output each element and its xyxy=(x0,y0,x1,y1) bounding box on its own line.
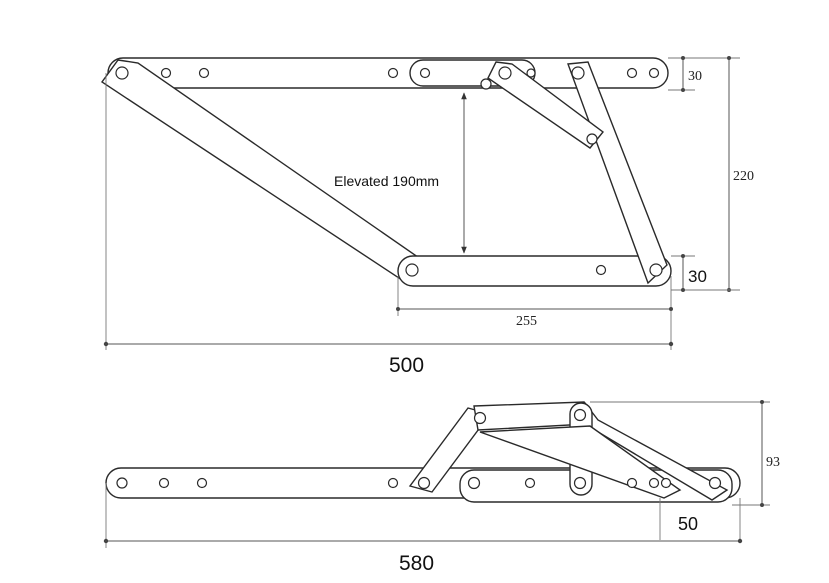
dim-offset: 50 xyxy=(678,514,698,534)
dimension-tick xyxy=(760,400,764,404)
dimension-tick xyxy=(103,538,109,544)
pivot-hole xyxy=(626,67,638,79)
bottom-view-folded: 93 50 580 xyxy=(103,400,780,575)
pivot-hole xyxy=(573,408,587,422)
dim-bottom-bar-height: 30 xyxy=(688,267,707,286)
pivot-hole xyxy=(473,411,487,425)
pivot-hole xyxy=(498,66,512,80)
dimension-tick xyxy=(668,341,674,347)
pivot-hole xyxy=(160,67,172,79)
pivot-hole xyxy=(405,263,419,277)
pivot-hole xyxy=(196,477,208,489)
pivot-hole xyxy=(387,67,399,79)
elevation-label: Elevated 190mm xyxy=(334,173,439,189)
pivot-hole xyxy=(419,67,431,79)
dimension-tick xyxy=(760,503,764,507)
pivot-hole xyxy=(571,66,585,80)
pivot-hole xyxy=(158,477,170,489)
pivot-hole xyxy=(649,263,663,277)
dimension-tick xyxy=(396,307,400,311)
pivot-hole xyxy=(387,477,399,489)
dimension-tick xyxy=(681,288,685,292)
pivot-hole xyxy=(524,477,536,489)
pivot-hole xyxy=(660,477,672,489)
dim-top-bar-height: 30 xyxy=(688,69,702,84)
pivot-hole xyxy=(417,476,431,490)
right-link-arm xyxy=(567,61,668,285)
pivot-hole xyxy=(626,477,638,489)
dimension-tick xyxy=(681,88,685,92)
pivot-hole xyxy=(198,67,210,79)
dim-total-height: 220 xyxy=(733,169,754,184)
dimension-tick xyxy=(737,538,743,544)
dim-folded-height: 93 xyxy=(766,455,780,470)
dim-total-length: 500 xyxy=(389,354,424,377)
pivot-hole xyxy=(115,66,129,80)
pivot-hole xyxy=(595,264,607,276)
pivot-hole xyxy=(648,67,660,79)
long-diagonal-arm xyxy=(101,59,427,283)
pivot-hole xyxy=(116,477,128,489)
dim-lower-length: 255 xyxy=(516,314,537,329)
pivot-hole xyxy=(467,476,481,490)
dimension-tick xyxy=(681,56,685,60)
bottom-bar xyxy=(397,255,672,287)
dim-folded-length: 580 xyxy=(399,552,434,575)
pivot-hole xyxy=(586,133,598,145)
dimension-tick xyxy=(669,307,673,311)
dimension-tick xyxy=(727,56,731,60)
pivot-hole xyxy=(573,476,587,490)
dimension-tick xyxy=(103,341,109,347)
pivot-rivet xyxy=(480,78,492,90)
pivot-hole xyxy=(648,477,660,489)
pivot-hole xyxy=(526,68,536,78)
dimension-tick xyxy=(681,254,685,258)
top-view-raised: Elevated 190mm 30 220 30 255 500 xyxy=(101,56,754,377)
pivot-hole xyxy=(708,476,722,490)
